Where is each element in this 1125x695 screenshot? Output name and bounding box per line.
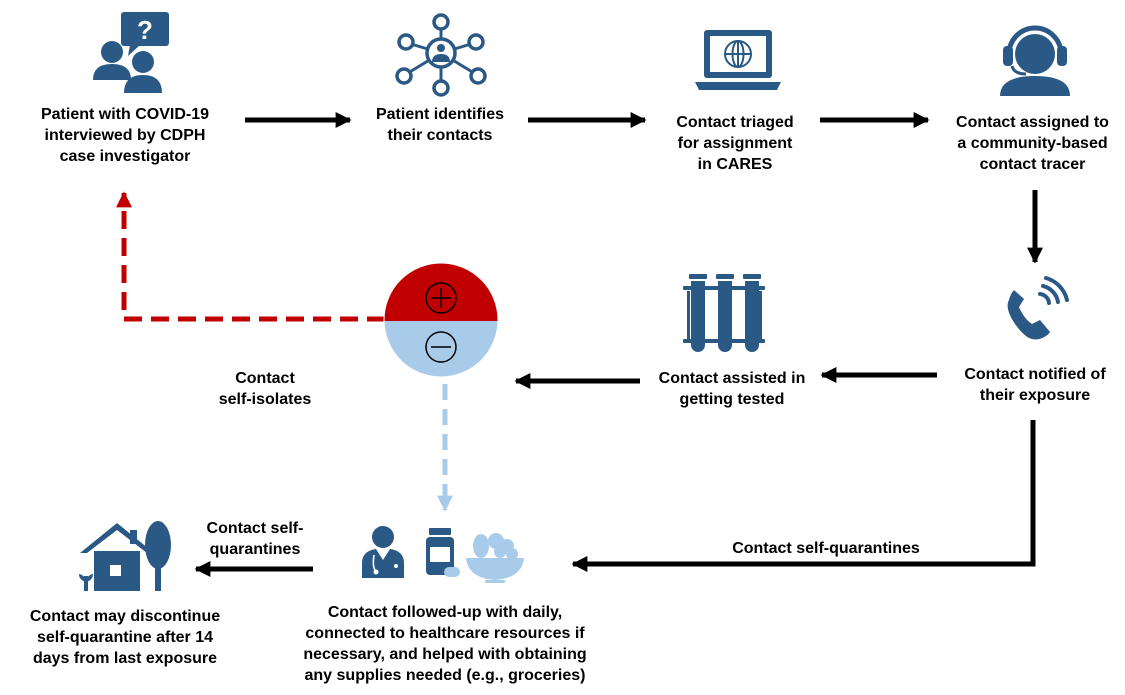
interview-icon: ?	[93, 12, 169, 93]
house-tree-icon	[79, 521, 171, 591]
svg-text:?: ?	[137, 15, 153, 45]
phone-ringing-icon	[1007, 276, 1069, 340]
positive-symbol	[425, 282, 457, 314]
headset-person-icon	[1000, 25, 1070, 96]
node-isolate-label: Contact self-isolates	[218, 370, 312, 408]
test-result-icon	[383, 262, 499, 378]
arrow-positive-to-interview	[115, 191, 385, 322]
edge-self-quarantines-label: Contact self-quarantines	[732, 540, 920, 557]
laptop-globe-icon	[695, 30, 781, 90]
node-discontinue-label: Contact may discontinue self-quarantine …	[29, 608, 221, 667]
node-triage-label: Contact triaged for assignment in CARES	[676, 114, 794, 173]
node-identify-label: Patient identifies their contacts	[375, 106, 505, 144]
node-notify-label: Contact notified of their exposure	[964, 366, 1106, 404]
node-quarantine-short-label: Contact self- quarantines	[206, 520, 304, 558]
negative-symbol	[425, 331, 457, 363]
doctor-icon	[362, 526, 404, 578]
node-tested-label: Contact assisted in getting tested	[658, 370, 806, 408]
test-tubes-icon	[683, 274, 765, 352]
node-assign-label: Contact assigned to a community-based co…	[956, 114, 1109, 173]
node-followup-label: Contact followed-up with daily, connecte…	[303, 604, 587, 684]
node-interview-label: Patient with COVID-19 interviewed by CDP…	[40, 106, 210, 165]
food-bowl-icon	[466, 533, 524, 583]
medicine-icon	[426, 528, 460, 577]
network-icon	[395, 13, 487, 97]
arrow-notify-to-followup	[571, 420, 1036, 573]
